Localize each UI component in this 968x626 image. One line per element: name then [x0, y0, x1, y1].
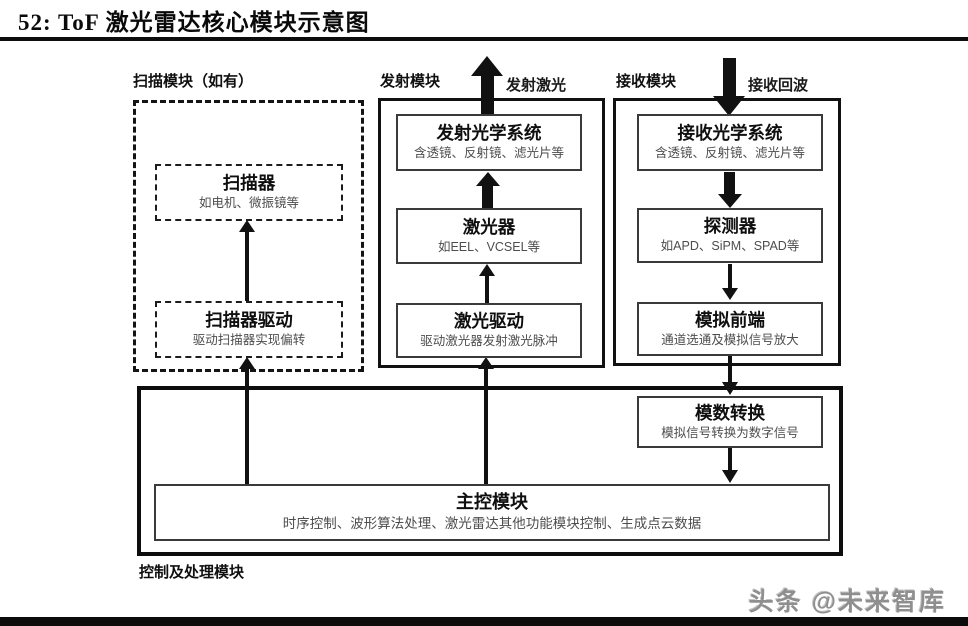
- laser-driver-subtitle: 驱动激光器发射激光脉冲: [420, 334, 558, 349]
- arrow-head-down: [722, 470, 738, 483]
- arrow-head-up: [239, 357, 255, 369]
- arrow-head-up: [478, 357, 494, 369]
- arrow-shaft: [728, 264, 732, 290]
- scan-module-label: 扫描模块（如有）: [133, 73, 254, 90]
- detector-block: 探测器 如APD、SiPM、SPAD等: [637, 208, 823, 263]
- emit-laser-arrow-label: 发射激光: [506, 77, 567, 94]
- afe-block: 模拟前端 通道选通及模拟信号放大: [637, 302, 823, 356]
- arrow-head-down: [722, 382, 738, 395]
- main-control-title: 主控模块: [456, 492, 528, 513]
- emit-optics-title: 发射光学系统: [436, 123, 542, 144]
- arrow-shaft: [245, 230, 249, 302]
- arrow-shaft: [723, 58, 736, 98]
- arrow-head-down: [722, 288, 738, 300]
- receive-optics-subtitle: 含透镜、反射镜、滤光片等: [654, 146, 805, 161]
- receive-module-label: 接收模块: [616, 73, 677, 90]
- bottom-black-bar: [0, 617, 968, 626]
- arrow-head-down: [713, 96, 745, 116]
- receive-echo-arrow-label: 接收回波: [748, 77, 809, 94]
- adc-subtitle: 模拟信号转换为数字信号: [661, 425, 799, 440]
- arrow-head-up: [476, 172, 500, 186]
- control-module-outline: [137, 386, 843, 556]
- scanner-subtitle: 如电机、微振镜等: [198, 196, 299, 211]
- arrow-shaft: [485, 274, 489, 304]
- scanner-driver-block: 扫描器驱动 驱动扫描器实现偏转: [155, 301, 343, 358]
- laser-driver-title: 激光驱动: [454, 311, 524, 332]
- adc-title: 模数转换: [695, 402, 765, 423]
- main-control-block: 主控模块 时序控制、波形算法处理、激光雷达其他功能模块控制、生成点云数据: [154, 484, 830, 541]
- title-underline-rule: [0, 37, 968, 41]
- detector-subtitle: 如APD、SiPM、SPAD等: [660, 239, 800, 254]
- arrow-shaft: [484, 367, 488, 484]
- scanner-title: 扫描器: [222, 173, 276, 194]
- detector-title: 探测器: [703, 216, 757, 237]
- figure-title: 52: ToF 激光雷达核心模块示意图: [18, 10, 370, 35]
- arrow-head-up: [239, 220, 255, 232]
- afe-title: 模拟前端: [695, 309, 765, 330]
- emit-optics-subtitle: 含透镜、反射镜、滤光片等: [413, 146, 564, 161]
- receive-optics-block: 接收光学系统 含透镜、反射镜、滤光片等: [637, 114, 823, 171]
- arrow-head-up: [479, 264, 495, 276]
- arrow-head-down: [718, 194, 742, 208]
- arrow-shaft: [728, 356, 732, 384]
- laser-driver-block: 激光驱动 驱动激光器发射激光脉冲: [396, 303, 582, 358]
- scanner-block: 扫描器 如电机、微振镜等: [155, 164, 343, 221]
- arrow-head-up: [471, 56, 503, 76]
- adc-block: 模数转换 模拟信号转换为数字信号: [637, 396, 823, 448]
- arrow-shaft: [728, 448, 732, 472]
- emit-module-label: 发射模块: [380, 73, 441, 90]
- receive-optics-title: 接收光学系统: [677, 123, 783, 144]
- laser-block: 激光器 如EEL、VCSEL等: [396, 208, 582, 264]
- scanner-driver-subtitle: 驱动扫描器实现偏转: [192, 333, 306, 348]
- scanner-driver-title: 扫描器驱动: [205, 310, 293, 331]
- arrow-shaft: [245, 367, 249, 484]
- laser-subtitle: 如EEL、VCSEL等: [437, 239, 541, 254]
- arrow-shaft: [724, 172, 735, 196]
- arrow-shaft: [481, 74, 494, 116]
- afe-subtitle: 通道选通及模拟信号放大: [661, 332, 799, 347]
- control-module-label: 控制及处理模块: [139, 564, 245, 581]
- laser-title: 激光器: [462, 216, 516, 237]
- toutiao-watermark: 头条 @未来智库: [748, 588, 946, 616]
- emit-optics-block: 发射光学系统 含透镜、反射镜、滤光片等: [396, 114, 582, 171]
- arrow-shaft: [482, 184, 493, 210]
- main-control-subtitle: 时序控制、波形算法处理、激光雷达其他功能模块控制、生成点云数据: [282, 515, 702, 531]
